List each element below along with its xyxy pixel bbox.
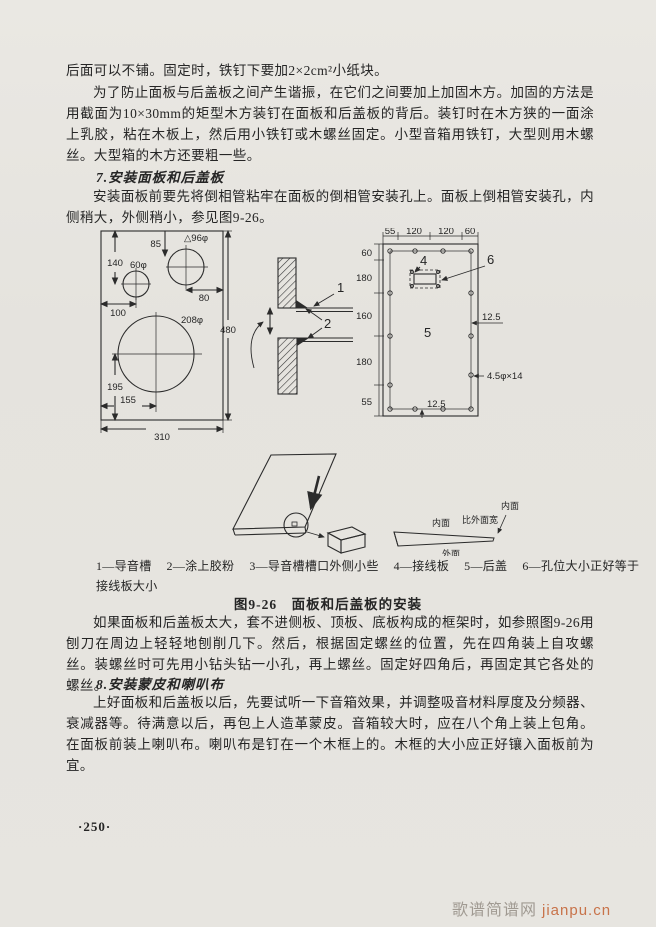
bp-dim-l180b: 180 — [356, 357, 372, 368]
dim-label-480: 480 — [220, 325, 236, 336]
paragraph-covering: 上好面板和后盖板以后，先要试听一下音箱效果，并调整吸音材料厚度及分频器、衰减器等… — [66, 695, 594, 773]
cross-section-drawing — [250, 257, 353, 395]
wall-hatched-lower — [277, 337, 298, 395]
bp-dim-l160: 160 — [356, 311, 372, 322]
bp-dim-l55: 55 — [361, 397, 372, 408]
dim-label-80: 80 — [199, 293, 210, 304]
bp-dim-55: 55 — [385, 228, 396, 237]
bp-dim-120b: 120 — [438, 228, 454, 237]
wall-hatched-upper — [277, 257, 297, 309]
section-heading-7: 7.安装面板和后盖板 — [96, 170, 225, 185]
legend-item-6: 6—孔位大小正好等于 — [522, 559, 640, 573]
paragraph-port-tube: 安装面板前要先将倒相管粘牢在面板的倒相管安装孔上。面板上倒相管安装孔，内侧稍大，… — [66, 189, 594, 225]
back-panel-drawing — [374, 232, 503, 418]
corner-detail-circle — [283, 512, 309, 538]
dim-label-woofer: 208φ — [181, 315, 203, 326]
paragraph-fitting: 如果面板和后盖板太大，套不进侧板、顶板、底板构成的框架时，如参照图9-26用刨刀… — [66, 615, 594, 693]
front-panel-drawing — [99, 229, 232, 433]
watermark-site-url: jianpu.cn — [542, 902, 612, 919]
dim-label-tweeter: △96φ — [184, 233, 208, 244]
paragraph-reinforcement: 为了防止面板与后盖板之间产生谐振，在它们之间要加上加固木方。加固的方法是用截面为… — [66, 85, 594, 163]
paragraph-continuation: 后面可以不铺。固定时，铁钉下要加2×2cm²小纸块。 — [66, 63, 389, 78]
watermark-site-name: 歌谱简谱网 — [452, 902, 538, 919]
bp-dim-l60: 60 — [361, 248, 372, 259]
glue-fillet-lower — [297, 338, 309, 346]
callout-6: 6 — [487, 252, 494, 267]
legend-item-3: 3—导音槽槽口外侧小些 — [249, 559, 379, 573]
legend-item-1: 1—导音槽 — [96, 559, 152, 573]
legend-item-4: 4—接线板 — [393, 559, 450, 573]
figure-caption: 图9-26 面板和后盖板的安装 — [233, 597, 423, 612]
bp-dim-l180a: 180 — [356, 273, 372, 284]
page-number: ·250· — [78, 819, 112, 834]
callout-2: 2 — [324, 316, 331, 331]
figure-legend-line2: 接线板大小 — [96, 579, 158, 593]
insert-curve-arrow — [250, 321, 264, 369]
glue-fillet-upper — [296, 300, 308, 308]
wedge-label-inner-a: 内面 — [432, 517, 450, 528]
dim-label-100: 100 — [110, 308, 126, 319]
callout-1: 1 — [337, 280, 344, 295]
bp-dim-120a: 120 — [406, 228, 422, 237]
callout-5: 5 — [424, 325, 431, 340]
bp-dim-edge: 12.5 — [482, 312, 501, 323]
figure-legend-line1: 1—导音槽 2—涂上胶粉 3—导音槽槽口外侧小些 4—接线板 5—后盖 6—孔位大小正好等… — [96, 557, 639, 574]
dim-label-195: 195 — [107, 382, 123, 393]
slide-in-arrow — [307, 475, 323, 511]
legend-item-5: 5—后盖 — [464, 559, 508, 573]
legend-item-2: 2—涂上胶粉 — [166, 559, 235, 573]
callout-4: 4 — [420, 253, 427, 268]
terminal-cutout — [409, 269, 441, 289]
dim-label-310: 310 — [154, 432, 170, 443]
dim-label-155: 155 — [120, 395, 136, 406]
figure-9-26-diagram: △96φ 85 140 60φ 100 80 208φ 480 195 155 … — [99, 228, 522, 556]
screw-holes — [387, 248, 474, 412]
dim-label-mid-driver: 60φ — [130, 260, 147, 271]
wedge-label-inner-b: 内面 — [501, 500, 519, 511]
wedge-strip-drawing — [393, 514, 507, 547]
bp-dim-60: 60 — [465, 228, 476, 237]
bp-dim-bottom: 12.5 — [427, 399, 446, 410]
section-heading-8: 8.安装蒙皮和喇叭布 — [96, 677, 225, 692]
dim-label-140: 140 — [107, 258, 123, 269]
wedge-label-outer: 外面 — [442, 548, 460, 556]
dim-label-85: 85 — [150, 239, 161, 250]
watermark: 歌谱简谱网 jianpu.cn — [452, 896, 611, 920]
isometric-panel-drawing — [232, 453, 367, 554]
bp-hole-spec: 4.5φ×14 — [487, 371, 522, 382]
wedge-label-wider: 比外面宽 — [462, 514, 498, 525]
